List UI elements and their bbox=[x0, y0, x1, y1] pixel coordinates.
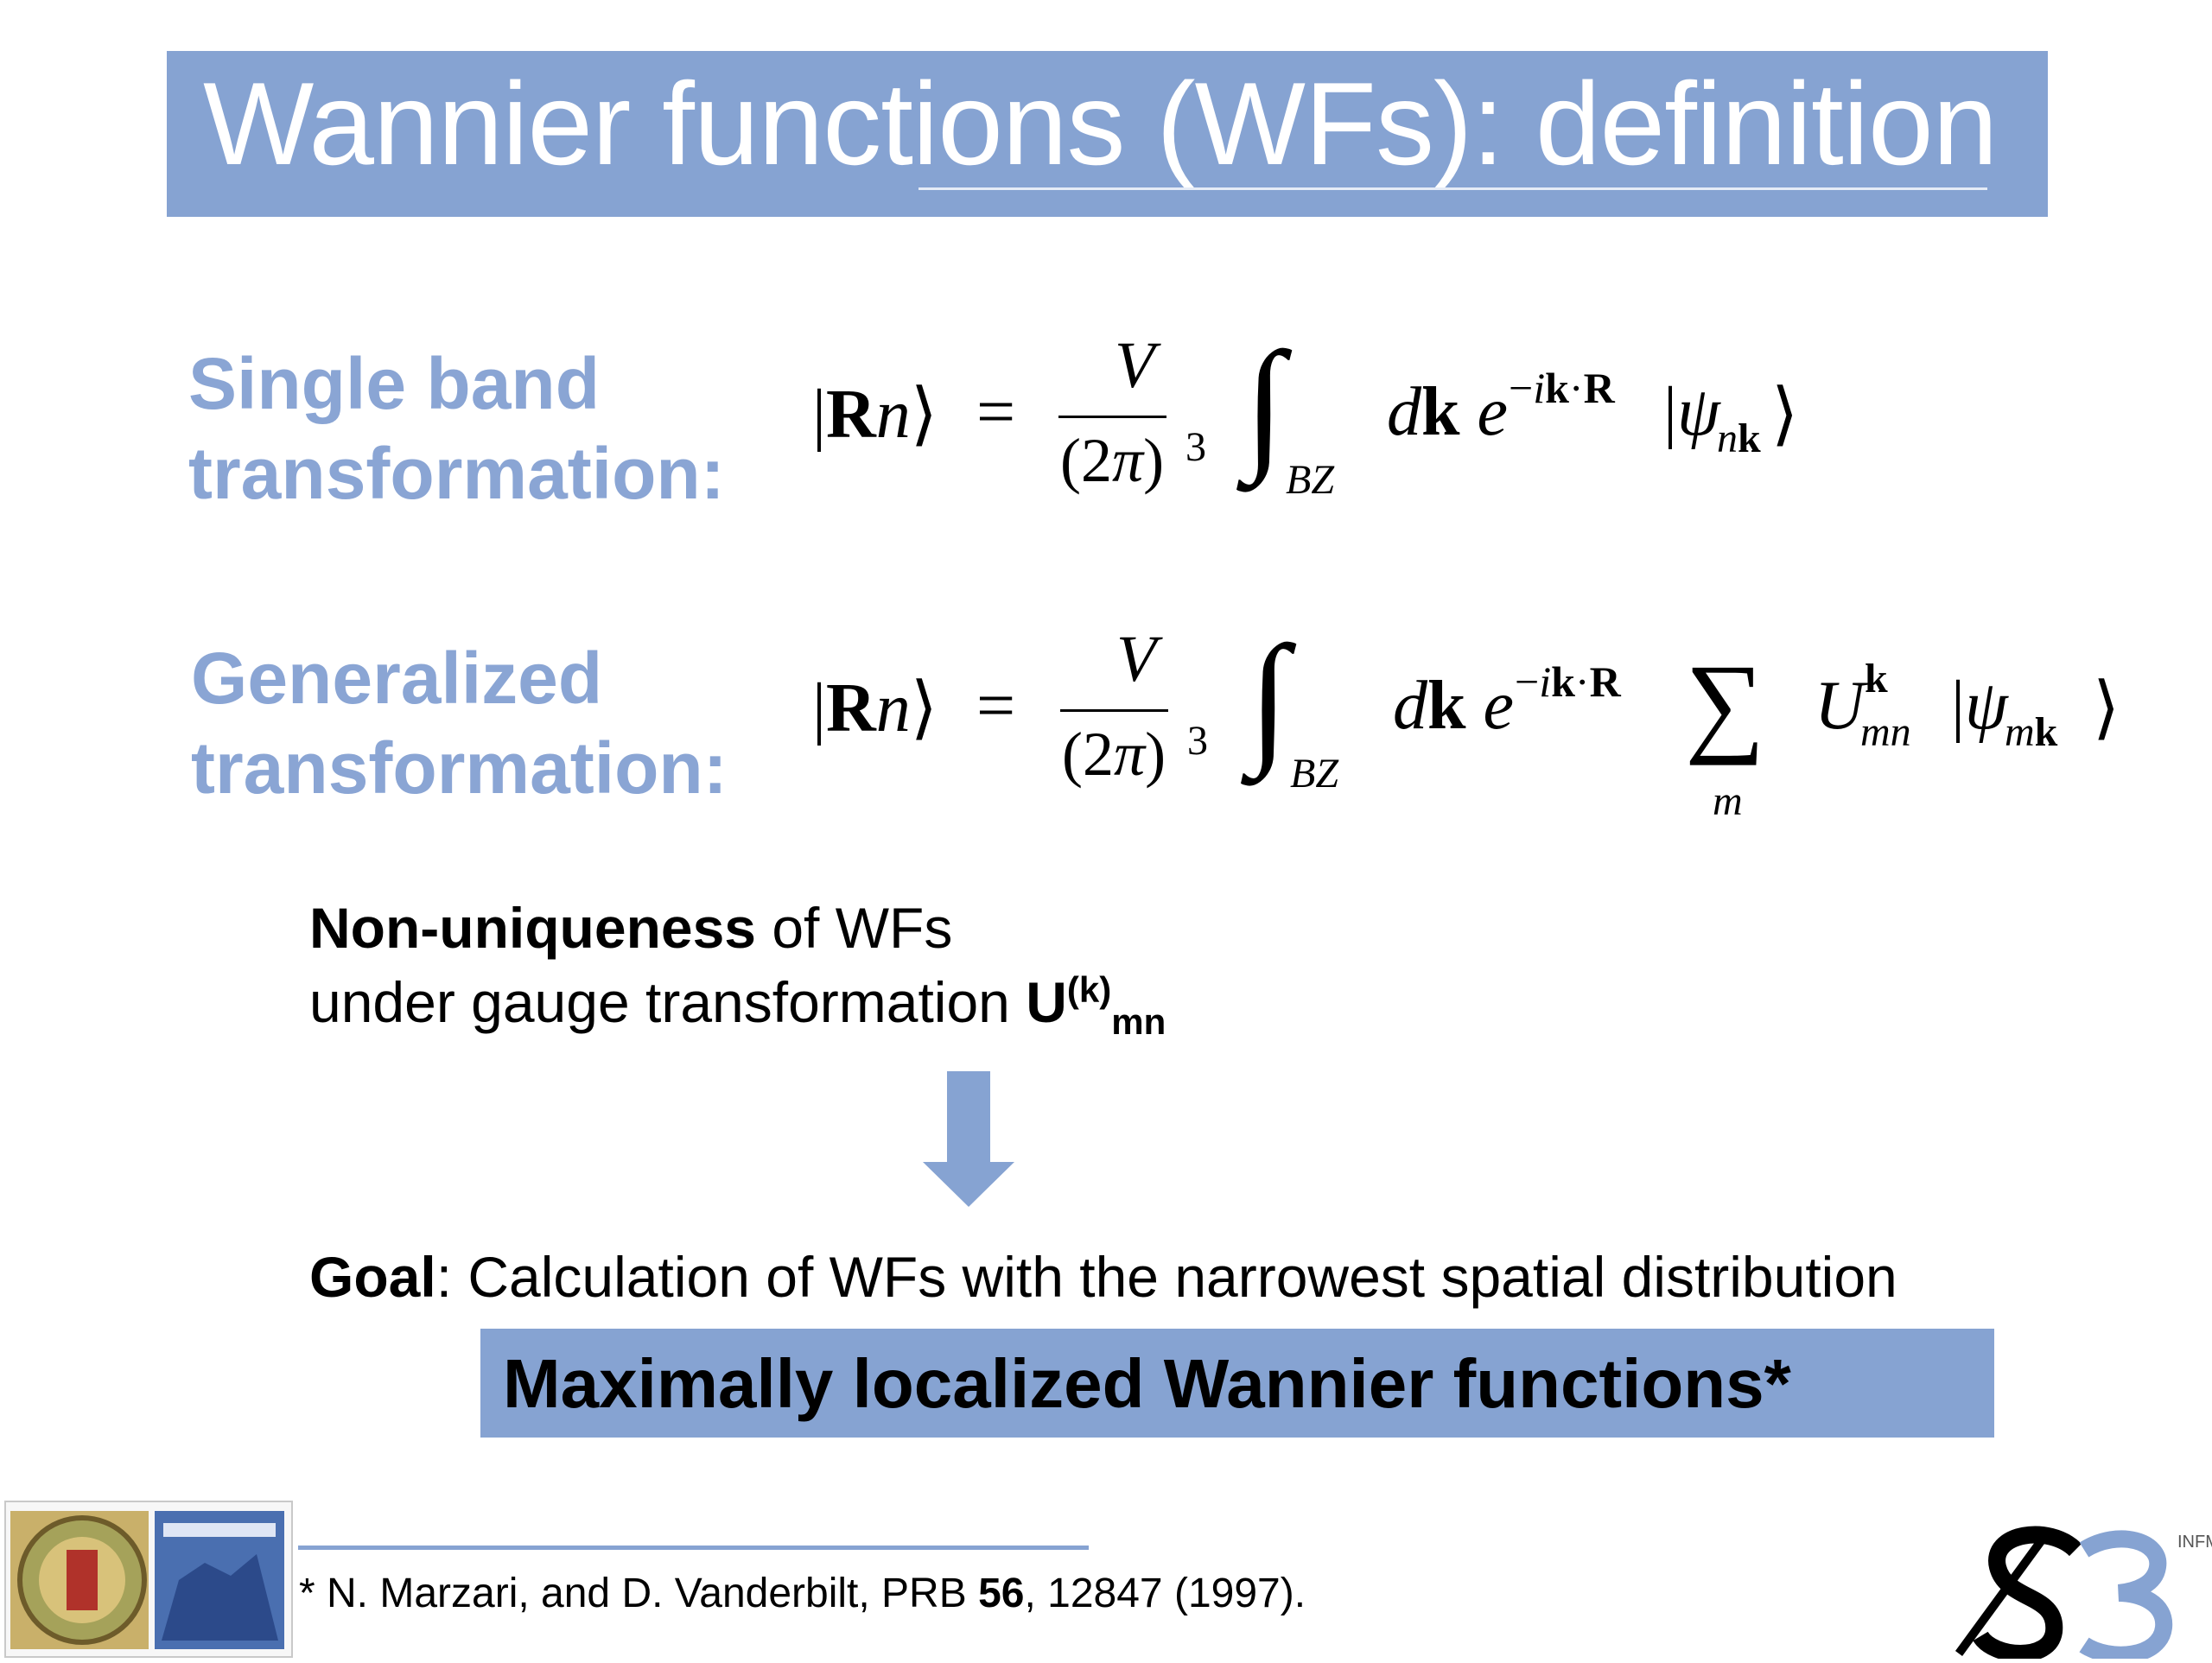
mlwf-text: Maximally localized Wannier functions* bbox=[503, 1345, 1791, 1422]
generalized-equation: |Rn⟩ = V (2π) 3 ∫ BZ dk e −ik·R ∑ m U k … bbox=[812, 616, 2120, 824]
nonuniqueness-text: Non-uniqueness of WFs bbox=[309, 896, 953, 960]
generalized-label: Generalized transformation: bbox=[191, 638, 728, 809]
logo-images bbox=[4, 1501, 293, 1658]
logo-label: INFM bbox=[2177, 1533, 2212, 1552]
down-arrow-icon bbox=[923, 1162, 1014, 1207]
title-underline bbox=[918, 187, 1987, 190]
s3-logo: INFM bbox=[1955, 1524, 2212, 1663]
slide-title: Wannier functions (WFs): definition bbox=[203, 58, 1998, 189]
title-bar: Wannier functions (WFs): definition bbox=[167, 51, 2048, 217]
reference-text: * N. Marzari, and D. Vanderbilt, PRB 56,… bbox=[299, 1571, 1306, 1616]
single-band-label: Single band transformation: bbox=[188, 343, 725, 514]
mlwf-box: Maximally localized Wannier functions* bbox=[480, 1329, 1994, 1438]
goal-text: Goal: Calculation of WFs with the narrow… bbox=[309, 1245, 1897, 1309]
gauge-text: under gauge transformation U(k)mn bbox=[309, 969, 1166, 1043]
footer-divider bbox=[298, 1546, 1089, 1550]
down-arrow-shaft bbox=[947, 1071, 990, 1166]
single-band-equation: |Rn⟩ = V (2π) 3 ∫ BZ dk e −ik·R |ψ nk ⟩ bbox=[812, 322, 1799, 503]
